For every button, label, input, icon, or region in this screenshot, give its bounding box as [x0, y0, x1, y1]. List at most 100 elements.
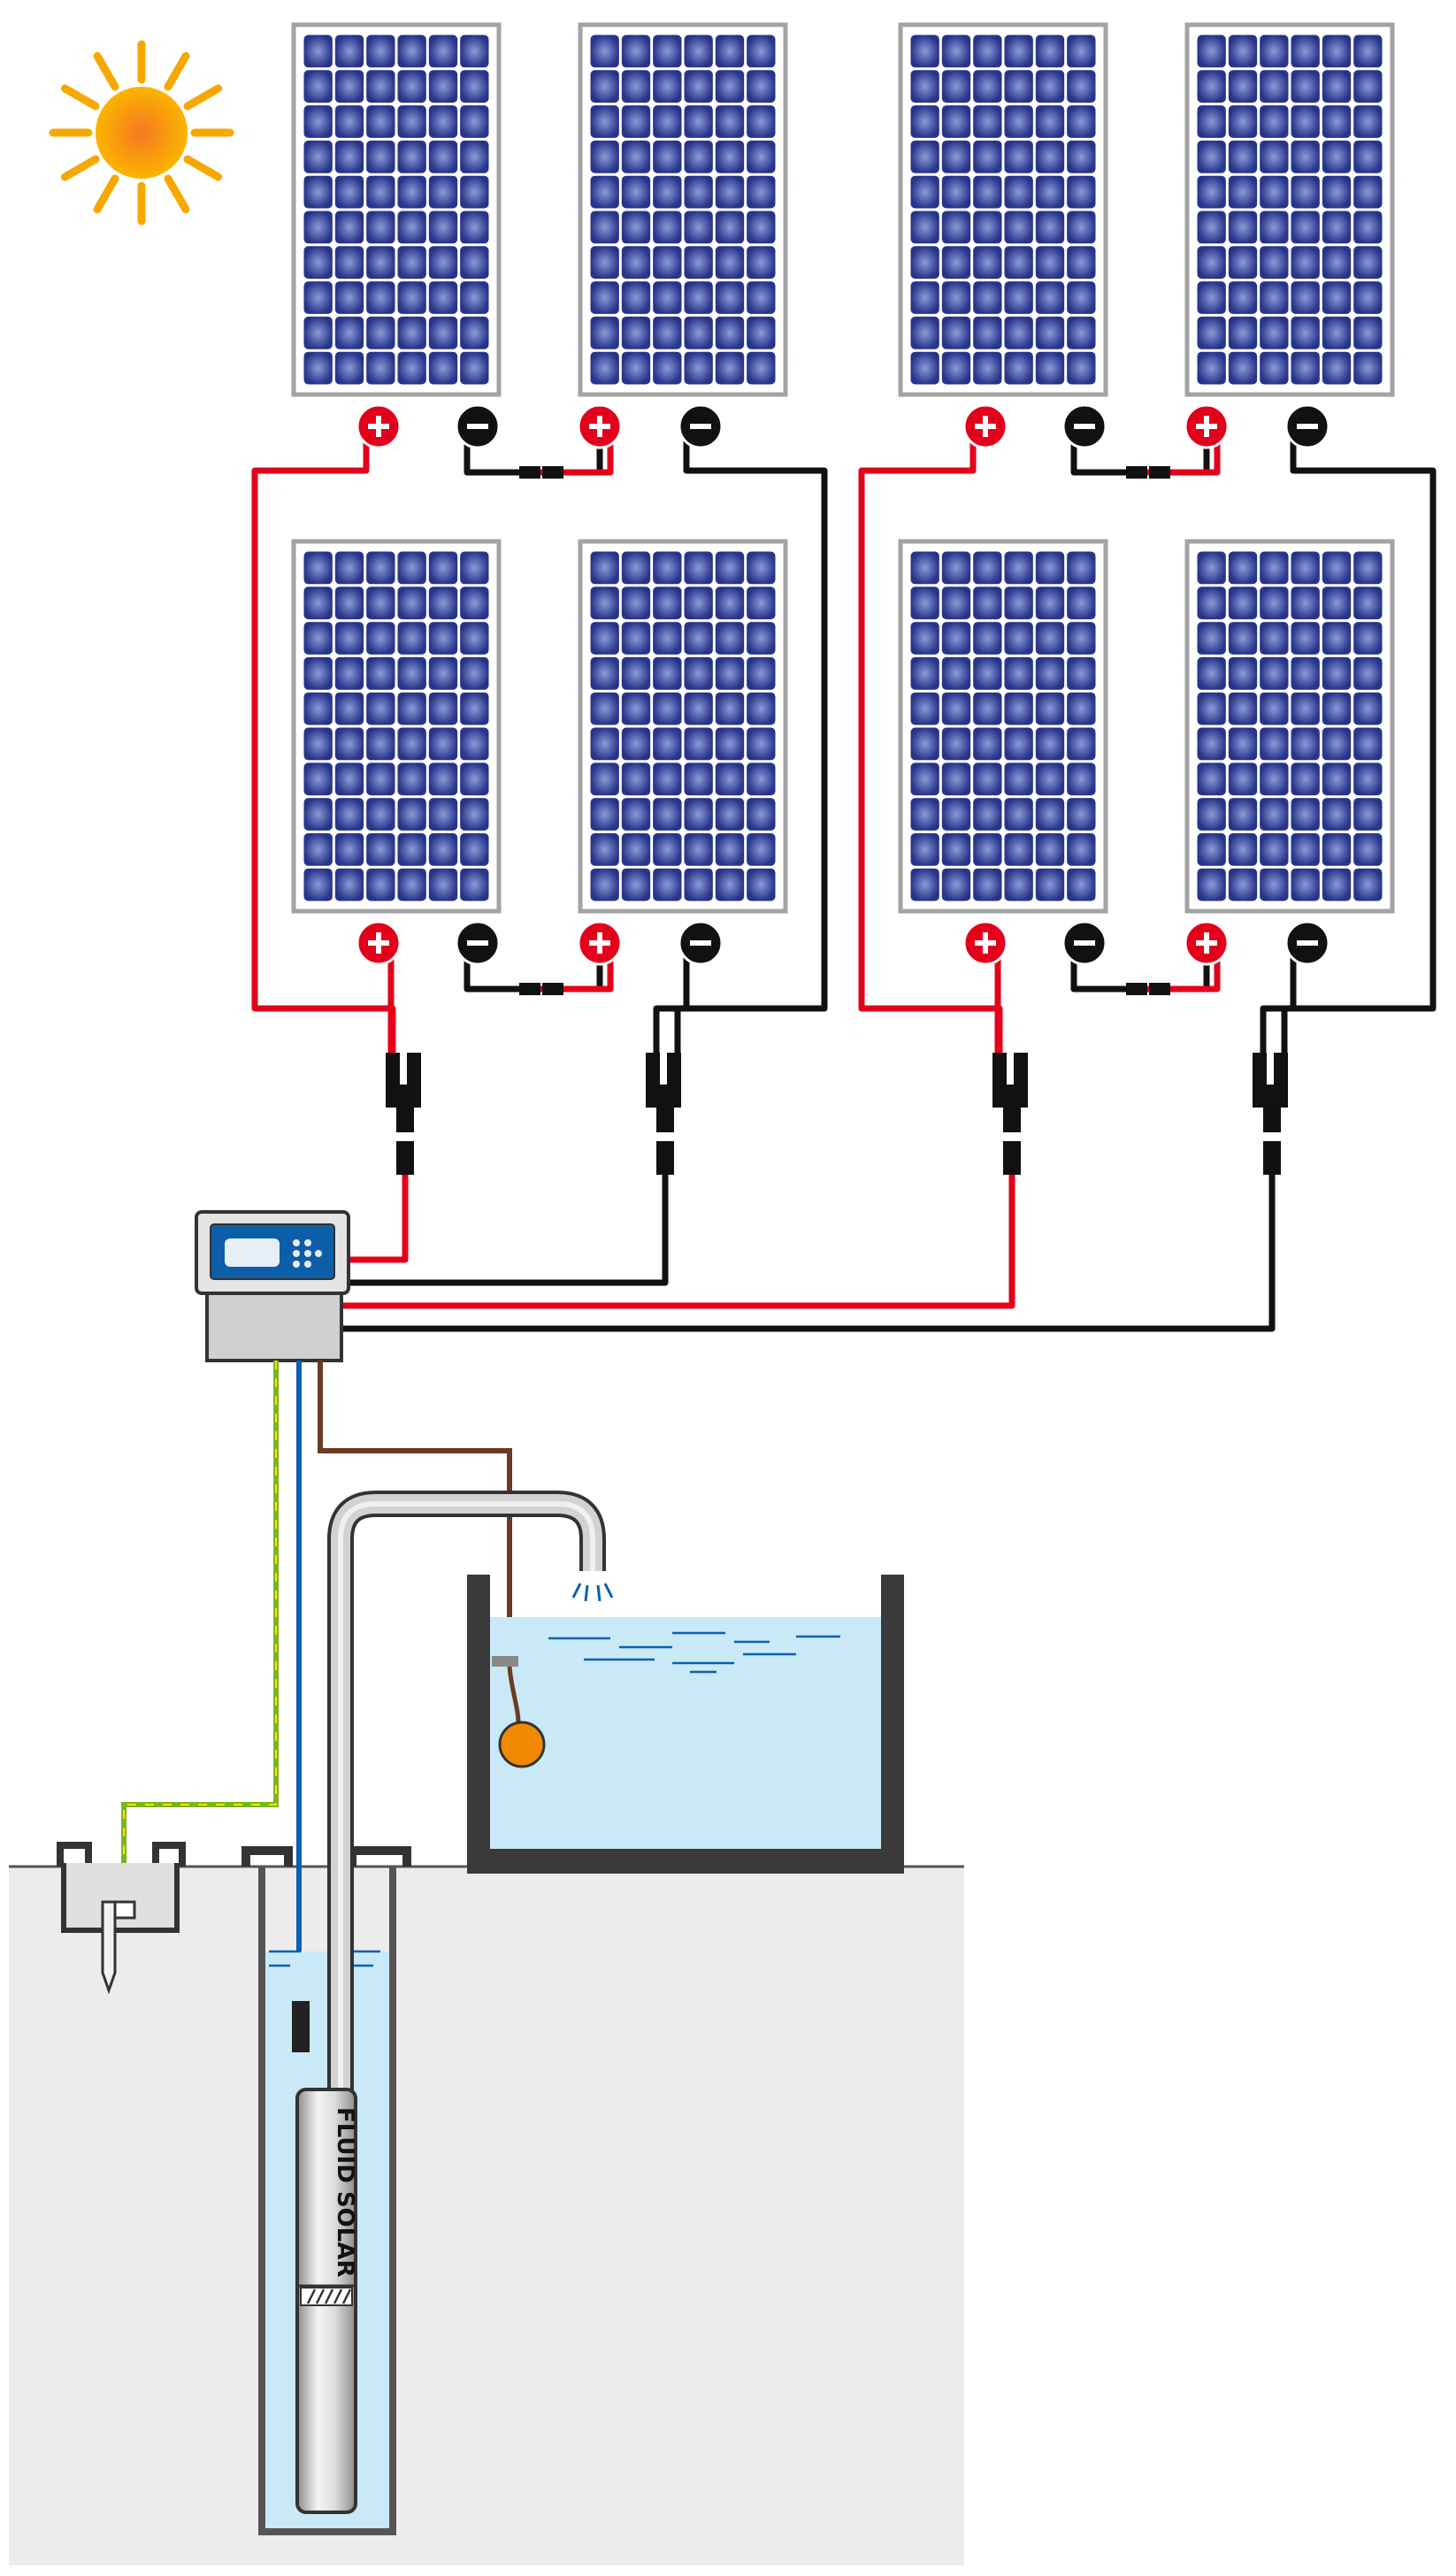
solar-cell: [1291, 692, 1320, 725]
solar-cell: [653, 763, 682, 796]
solar-cell: [653, 211, 682, 244]
solar-cell: [747, 551, 776, 585]
solar-cell: [1197, 832, 1226, 866]
solar-cell: [1004, 70, 1033, 104]
solar-cell: [621, 692, 651, 725]
solar-cell: [973, 622, 1002, 655]
solar-cell: [1035, 105, 1065, 138]
solar-cell: [303, 622, 333, 655]
solar-cell: [1228, 34, 1258, 68]
solar-cell: [1035, 692, 1065, 725]
submersible-pump: FLUID SOLAR: [295, 2088, 358, 2514]
solar-cell: [397, 281, 426, 314]
solar-cell: [1322, 656, 1352, 690]
solar-cell: [1260, 832, 1289, 866]
solar-cell: [1197, 175, 1226, 209]
solar-cell: [910, 34, 939, 68]
solar-cell: [1004, 868, 1033, 901]
solar-cell: [428, 727, 458, 761]
solar-cell: [1004, 586, 1033, 620]
solar-cell: [621, 246, 651, 280]
solar-cell: [303, 70, 333, 104]
solar-cell: [1322, 211, 1352, 244]
solar-cell: [1197, 656, 1226, 690]
solar-cell: [941, 622, 971, 655]
solar-cell: [941, 211, 971, 244]
solar-cell: [941, 727, 971, 761]
solar-cell: [334, 281, 364, 314]
float-switch-bracket: [492, 1656, 518, 1667]
positive-terminal-icon: [1184, 403, 1230, 449]
solar-cell: [1035, 727, 1065, 761]
solar-cell: [973, 175, 1002, 209]
negative-terminal-icon: [678, 403, 724, 449]
solar-cell: [1067, 351, 1096, 385]
solar-cell: [1035, 351, 1065, 385]
solar-cell: [366, 798, 395, 831]
solar-cell: [1353, 763, 1383, 796]
solar-cell: [910, 832, 939, 866]
sun-ray: [60, 155, 100, 181]
solar-cell: [1353, 551, 1383, 585]
solar-cell: [1353, 281, 1383, 314]
solar-panel: [898, 22, 1108, 397]
solar-cell: [1291, 175, 1320, 209]
solar-cell: [1353, 586, 1383, 620]
solar-cell: [973, 586, 1002, 620]
solar-cell: [941, 692, 971, 725]
earthing-rod: [57, 1842, 186, 1995]
positive-terminal-icon: [577, 403, 623, 449]
solar-cell: [715, 868, 745, 901]
solar-panel: [578, 539, 788, 914]
solar-cell: [460, 727, 489, 761]
solar-cell: [621, 868, 651, 901]
solar-cell: [460, 586, 489, 620]
solar-cell: [653, 105, 682, 138]
solar-cell: [428, 798, 458, 831]
solar-cell: [590, 763, 619, 796]
solar-cell: [973, 727, 1002, 761]
solar-cell: [1260, 34, 1289, 68]
controller-buttons: [293, 1239, 322, 1268]
solar-cell: [1322, 351, 1352, 385]
solar-cell: [334, 798, 364, 831]
solar-cell: [1197, 351, 1226, 385]
solar-cell: [1228, 281, 1258, 314]
solar-cell: [1291, 727, 1320, 761]
solar-cell: [941, 351, 971, 385]
solar-cell: [460, 798, 489, 831]
solar-cell: [1004, 832, 1033, 866]
solar-cell: [621, 622, 651, 655]
solar-cell: [334, 622, 364, 655]
solar-cell: [1291, 140, 1320, 173]
solar-cell: [621, 727, 651, 761]
solar-cell: [1353, 692, 1383, 725]
solar-cell: [1067, 763, 1096, 796]
solar-cell: [1035, 34, 1065, 68]
sun-icon: [49, 40, 234, 226]
solar-cell: [1197, 70, 1226, 104]
solar-cell: [334, 316, 364, 349]
solar-cell: [941, 34, 971, 68]
solar-cell: [621, 832, 651, 866]
solar-cell: [460, 70, 489, 104]
solar-cell: [590, 175, 619, 209]
solar-cell: [590, 798, 619, 831]
solar-cell: [334, 832, 364, 866]
solar-cell: [621, 798, 651, 831]
solar-cell: [460, 692, 489, 725]
solar-cell: [1291, 105, 1320, 138]
solar-cell: [1353, 140, 1383, 173]
solar-cell: [366, 622, 395, 655]
solar-cell: [1291, 246, 1320, 280]
solar-cell: [1197, 763, 1226, 796]
solar-cell: [1291, 622, 1320, 655]
solar-cell: [1353, 727, 1383, 761]
solar-panel: [291, 22, 502, 397]
solar-cell: [1067, 211, 1096, 244]
solar-cell: [366, 316, 395, 349]
solar-cell: [910, 586, 939, 620]
solar-cell: [1228, 727, 1258, 761]
solar-cell: [460, 763, 489, 796]
solar-cell: [747, 34, 776, 68]
